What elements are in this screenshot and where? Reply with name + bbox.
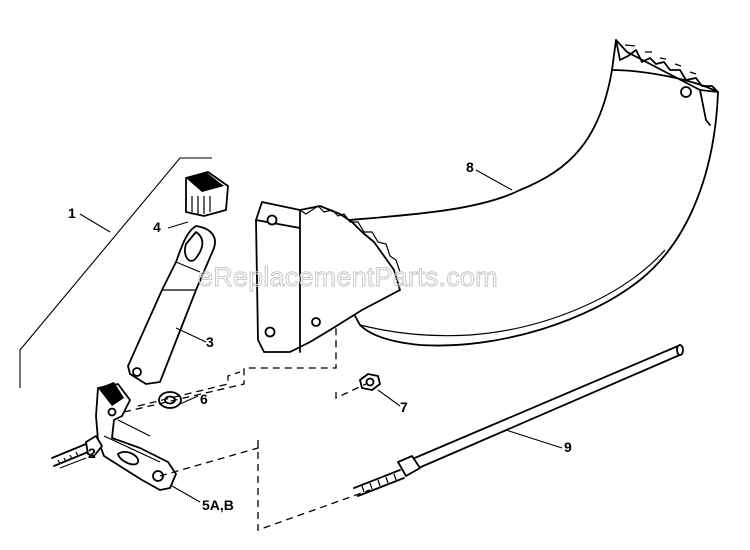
label-part-7: 7 <box>400 399 408 415</box>
assembly-outline <box>19 157 212 388</box>
watermark: eReplacementParts.com <box>198 262 498 292</box>
leader-lines <box>59 169 563 503</box>
part-2-bolt[interactable] <box>51 435 103 467</box>
label-part-6: 6 <box>200 391 208 407</box>
label-part-9: 9 <box>564 439 572 455</box>
part-8-mounting-plate[interactable] <box>255 201 401 353</box>
label-part-5ab: 5A,B <box>202 497 234 513</box>
label-part-1: 1 <box>68 205 76 221</box>
alignment-lines <box>123 326 371 531</box>
part-3-lever[interactable] <box>127 225 216 385</box>
label-part-2: 2 <box>88 445 96 461</box>
part-8-deflector[interactable] <box>304 39 719 347</box>
part-4-knob[interactable] <box>185 171 229 217</box>
label-part-8: 8 <box>466 159 474 175</box>
label-part-3: 3 <box>206 334 214 350</box>
label-part-4: 4 <box>153 219 161 235</box>
part-7-nut[interactable] <box>359 373 381 391</box>
part-9-rod[interactable] <box>353 344 684 497</box>
